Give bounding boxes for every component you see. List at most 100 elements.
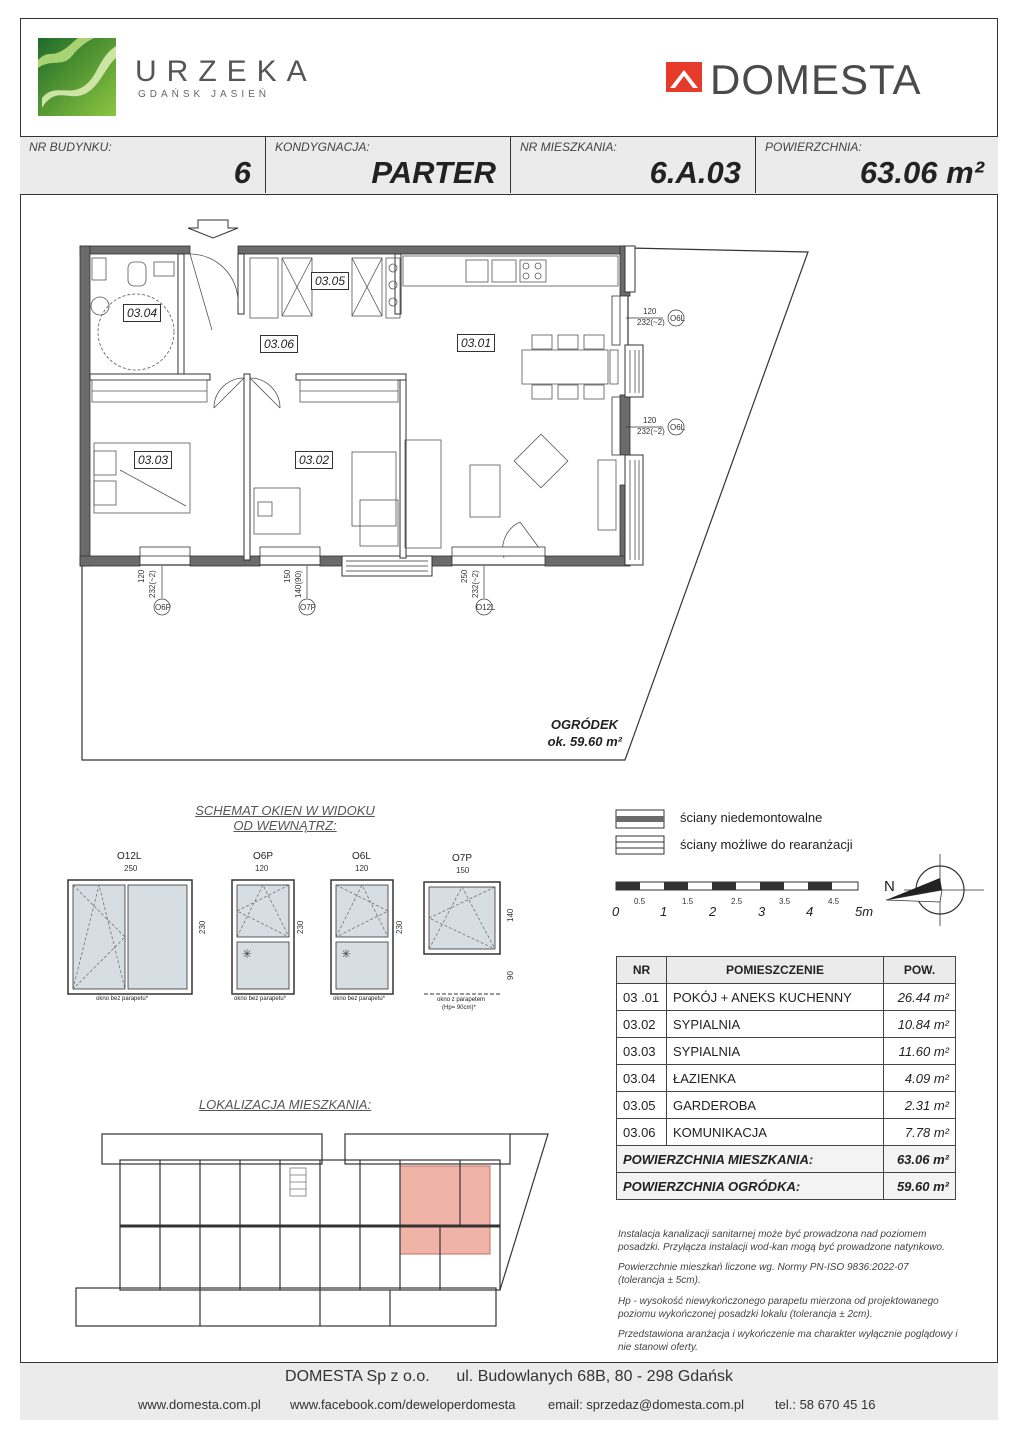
total-garden-value: 59.60 m² xyxy=(883,1172,956,1200)
location-map xyxy=(75,1133,549,1327)
compass-icon xyxy=(885,854,984,926)
info-floor: KONDYGNACJA: PARTER xyxy=(265,137,510,193)
window-name: O7P xyxy=(452,853,473,864)
total-flat-label: POWIERZCHNIA MIESZKANIA: xyxy=(616,1145,884,1173)
info-apartment-number: NR MIESZKANIA: 6.A.03 xyxy=(510,137,755,193)
info-value: 6.A.03 xyxy=(649,155,741,190)
svg-text:✳: ✳ xyxy=(341,947,351,961)
table-row: 03.03 SYPIALNIA 11.60 m² xyxy=(616,1037,956,1065)
window-o6p-drawing: ✳ xyxy=(231,879,295,995)
apartment-info-bar: NR BUDYNKU: 6 KONDYGNACJA: PARTER NR MIE… xyxy=(20,136,998,195)
brand-subtitle: GDAŃSK JASIEŃ xyxy=(138,89,271,100)
scale-major-label: 5m xyxy=(855,904,874,919)
kitchen-units xyxy=(385,255,619,319)
window-width: 150 xyxy=(456,866,470,875)
room-name: SYPIALNIA xyxy=(666,1037,884,1065)
interior-walls xyxy=(89,253,407,561)
window-height-label: 140(90) xyxy=(294,570,303,598)
window-width-label: 120 xyxy=(643,416,657,425)
footer-email-link[interactable]: email: sprzedaz@domesta.com.pl xyxy=(548,1397,744,1412)
svg-text:✳: ✳ xyxy=(242,947,252,961)
table-header: NR xyxy=(616,956,667,984)
scale-major-label: 3 xyxy=(758,904,766,919)
note-area-standard: Powierzchnie mieszkań liczone wg. Normy … xyxy=(618,1262,909,1286)
window-height-label: 232(~2) xyxy=(471,570,480,598)
developer-name: DOMESTA xyxy=(710,56,922,103)
window-note: okno bez parapetu* xyxy=(333,996,386,1002)
table-header: POW. xyxy=(883,956,956,984)
room-nr: 03.02 xyxy=(616,1010,667,1038)
doors xyxy=(189,253,546,559)
legend-walls-fixed: ściany niedemontowalne xyxy=(680,810,823,825)
wall-hatching xyxy=(346,350,640,572)
room-name: KOMUNIKACJA xyxy=(666,1118,884,1146)
footer: DOMESTA Sp z o.o. ul. Budowlanych 68B, 8… xyxy=(20,1362,998,1420)
scale-major-label: 4 xyxy=(806,904,814,919)
window-sill: 90 xyxy=(506,971,515,980)
scale-minor-label: 1.5 xyxy=(682,897,694,906)
window-width: 120 xyxy=(255,864,269,873)
footer-facebook-link[interactable]: www.facebook.com/deweloperdomesta xyxy=(290,1397,516,1412)
room-name: SYPIALNIA xyxy=(666,1010,884,1038)
scale-minor-label: 3.5 xyxy=(779,897,791,906)
total-garden-row: POWIERZCHNIA OGRÓDKA: 59.60 m² xyxy=(616,1172,956,1200)
legend-walls-movable: ściany możliwe do rearanżacji xyxy=(680,837,853,852)
window-tag-label: O7P xyxy=(300,603,317,612)
urzeka-logo-icon xyxy=(38,38,116,116)
note-sewage: Instalacja kanalizacji sanitarnej może b… xyxy=(618,1229,945,1253)
footer-address-line: DOMESTA Sp z o.o. ul. Budowlanych 68B, 8… xyxy=(20,1368,998,1386)
window-note: okno bez parapetu* xyxy=(234,996,287,1002)
window-tag-label: O6P xyxy=(155,603,172,612)
footer-phone: tel.: 58 670 45 16 xyxy=(775,1397,876,1412)
window-callouts xyxy=(153,309,685,616)
table-row: 03.06 KOMUNIKACJA 7.78 m² xyxy=(616,1118,956,1146)
table-row: 03.02 SYPIALNIA 10.84 m² xyxy=(616,1010,956,1038)
scale-minor-label: 2.5 xyxy=(731,897,743,906)
room-nr: 03.03 xyxy=(616,1037,667,1065)
windows-schema-title: SCHEMAT OKIEN W WIDOKU OD WEWNĄTRZ: xyxy=(160,803,410,833)
room-area: 2.31 m² xyxy=(883,1091,956,1119)
room-area: 4.09 m² xyxy=(883,1064,956,1092)
window-width: 250 xyxy=(124,864,138,873)
beds xyxy=(93,442,399,547)
footer-website-link[interactable]: www.domesta.com.pl xyxy=(138,1397,261,1412)
garden-outline xyxy=(81,247,809,761)
rooms-table: NR POMIESZCZENIE POW. 03 .01 POKÓJ + ANE… xyxy=(616,956,956,1200)
window-tag-label: O6L xyxy=(670,423,686,432)
total-garden-label: POWIERZCHNIA OGRÓDKA: xyxy=(616,1172,884,1200)
load-bearing-walls xyxy=(79,245,631,567)
total-flat-value: 63.06 m² xyxy=(883,1145,956,1173)
scale-bar xyxy=(615,881,859,891)
info-label: NR MIESZKANIA: xyxy=(520,140,617,154)
window-width: 120 xyxy=(355,864,369,873)
window-name: O6P xyxy=(253,851,274,862)
room-name: POKÓJ + ANEKS KUCHENNY xyxy=(666,983,884,1011)
room-nr: 03.06 xyxy=(616,1118,667,1146)
room-tag-03-01: 03.01 xyxy=(457,334,496,352)
window-width-label: 120 xyxy=(643,307,657,316)
room-area: 11.60 m² xyxy=(883,1037,956,1065)
room-nr: 03.04 xyxy=(616,1064,667,1092)
living-furniture xyxy=(351,334,619,549)
room-tag-03-04: 03.04 xyxy=(123,304,162,322)
garden-label: OGRÓDEK xyxy=(550,717,618,732)
window-height: 140 xyxy=(506,908,515,922)
window-o6l-drawing: ✳ xyxy=(330,879,394,995)
window-o12l-drawing xyxy=(67,879,193,995)
compass-north-label: N xyxy=(884,878,895,895)
scale-minor-label: 0.5 xyxy=(634,897,646,906)
window-width-label: 120 xyxy=(137,569,146,583)
note-disclaimer: Przedstawiona aranżacja i wykończenie ma… xyxy=(618,1329,958,1353)
room-name: GARDEROBA xyxy=(666,1091,884,1119)
domesta-logo-icon xyxy=(666,62,702,92)
table-row: 03 .01 POKÓJ + ANEKS KUCHENNY 26.44 m² xyxy=(616,983,956,1011)
window-note: okno z parapetem xyxy=(437,997,486,1003)
brand-name: URZEKA xyxy=(135,55,317,88)
window-name: O12L xyxy=(117,851,142,862)
room-tag-03-02: 03.02 xyxy=(295,451,334,469)
room-nr: 03.05 xyxy=(616,1091,667,1119)
window-height-label: 232(~2) xyxy=(637,427,665,436)
window-note: okno bez parapetu* xyxy=(96,996,149,1002)
info-label: POWIERZCHNIA: xyxy=(765,140,862,154)
info-area: POWIERZCHNIA: 63.06 m² xyxy=(755,137,998,193)
